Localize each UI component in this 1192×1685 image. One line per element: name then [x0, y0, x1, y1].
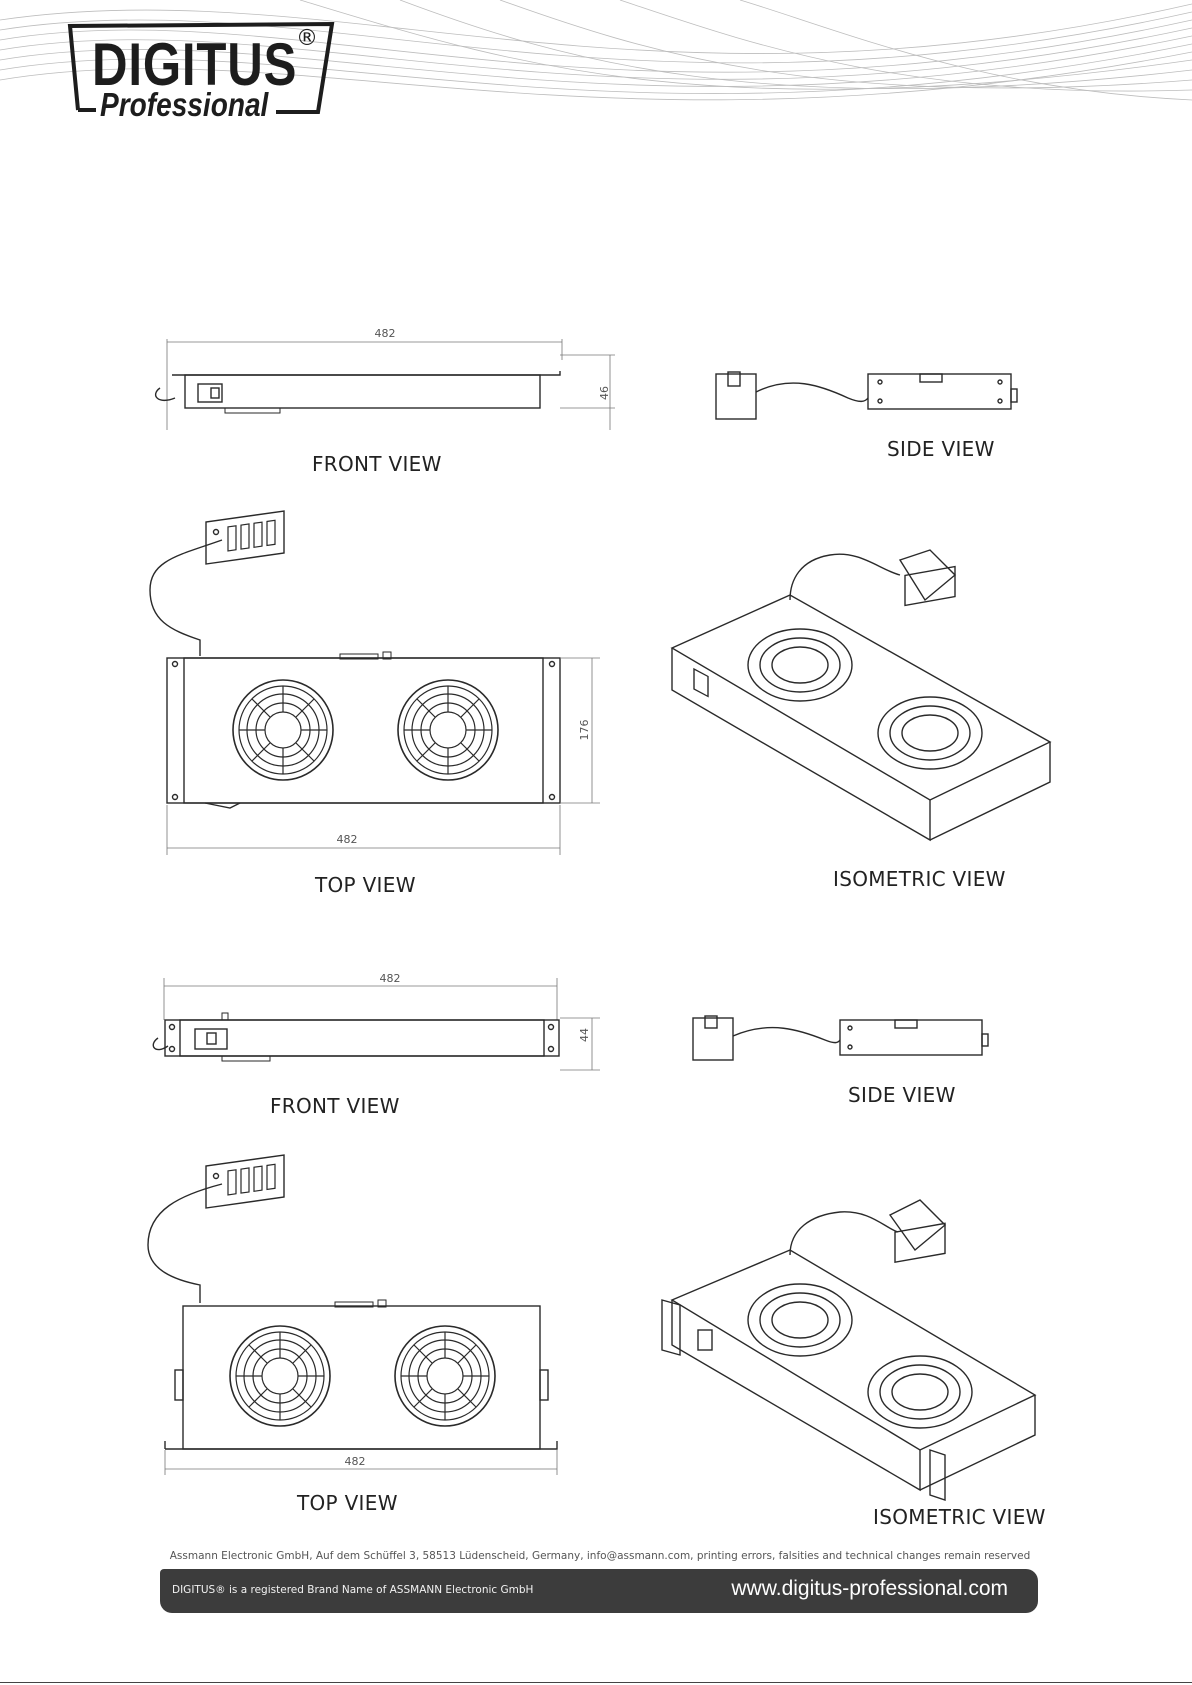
- label-isometric-view-2: ISOMETRIC VIEW: [873, 1505, 1046, 1529]
- logo-registered-mark: ®: [296, 26, 318, 51]
- header-swirl-decoration: [0, 0, 1192, 101]
- front1-height-dim: 46: [598, 386, 611, 400]
- label-side-view-2: SIDE VIEW: [848, 1083, 956, 1107]
- front2-width-dim: 482: [380, 972, 401, 985]
- top2-width-dim: 482: [345, 1455, 366, 1468]
- logo-frame: [67, 21, 335, 114]
- label-isometric-view-1: ISOMETRIC VIEW: [833, 867, 1006, 891]
- footer-brand-note: DIGITUS® is a registered Brand Name of A…: [172, 1584, 534, 1596]
- label-top-view-1: TOP VIEW: [315, 873, 416, 897]
- logo-digitus: DIGITUS: [92, 31, 298, 98]
- label-front-view-2: FRONT VIEW: [270, 1094, 400, 1118]
- top-view-1-drawing: [149, 510, 600, 855]
- top1-width-dim: 482: [337, 833, 358, 846]
- bottom-rule: [0, 1682, 1192, 1683]
- front-view-2-drawing: [152, 978, 600, 1071]
- logo-professional: Professional: [100, 86, 269, 123]
- front1-width-dim: 482: [375, 327, 396, 340]
- footer-bar: DIGITUS® is a registered Brand Name of A…: [160, 1569, 1038, 1613]
- label-top-view-2: TOP VIEW: [297, 1491, 398, 1515]
- label-front-view-1: FRONT VIEW: [312, 452, 442, 476]
- top-view-2-drawing: [147, 1154, 558, 1475]
- footer-address: Assmann Electronic GmbH, Auf dem Schüffe…: [169, 1550, 1031, 1562]
- front-view-1-drawing: [155, 339, 615, 430]
- isometric-view-1-drawing: [670, 549, 1052, 842]
- side-view-1-drawing: [715, 371, 1018, 420]
- top1-depth-dim: 176: [578, 720, 591, 741]
- footer-website-link[interactable]: www.digitus-professional.com: [731, 1577, 1008, 1600]
- label-side-view-1: SIDE VIEW: [887, 437, 995, 461]
- front2-height-dim: 44: [578, 1028, 591, 1042]
- isometric-view-2-drawing: [661, 1199, 1037, 1501]
- side-view-2-drawing: [692, 1015, 989, 1061]
